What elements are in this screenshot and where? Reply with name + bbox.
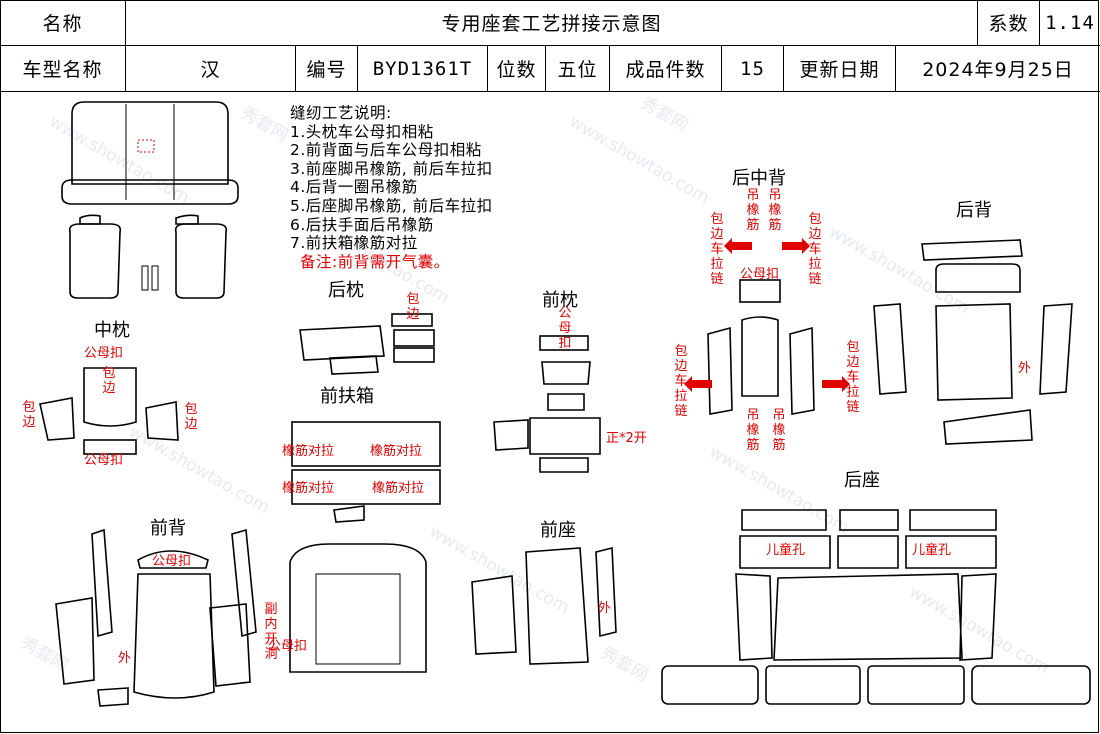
pieces-label: 成品件数 (610, 46, 722, 92)
rear-headrest-pieces (299, 313, 435, 375)
annotation-child-hole: 儿童孔 (766, 543, 806, 558)
date-label: 更新日期 (784, 46, 896, 92)
annotation-wrap-zipper: 包边车拉链 (846, 340, 860, 415)
note-item: 2.前背面与后车公母扣相粘 (290, 141, 482, 160)
note-item: 6.后扶手面后吊橡筋 (290, 215, 434, 234)
sewing-notes: 缝纫工艺说明: 1.头枕车公母扣相粘 2.前背面与后车公母扣相粘 3.前座脚吊橡… (290, 104, 493, 271)
section-front-headrest: 前枕 (542, 290, 578, 311)
front-seat-pieces (289, 543, 617, 673)
annotation-wrap-edge: 包边 (102, 366, 116, 396)
section-rear-mid-back: 后中背 (732, 168, 786, 189)
front-headrest-pieces (493, 335, 601, 473)
annotation-side-airbag: 副内开洞 (264, 602, 278, 662)
name-label: 名称 (0, 0, 126, 46)
note-item: 1.头枕车公母扣相粘 (290, 122, 434, 141)
coef-value: 1.14 (1040, 0, 1100, 46)
annotation-snap: 公母扣 (152, 554, 192, 569)
annotation-elastic-pull: 橡筋对拉 (282, 444, 335, 459)
middle-headrest-pieces (39, 367, 179, 455)
model-value: 汉 (126, 46, 296, 92)
rear-mid-back-pieces (684, 238, 850, 415)
coef-label: 系数 (978, 0, 1040, 46)
sheet-title: 专用座套工艺拼接示意图 (126, 0, 978, 46)
section-middle-headrest: 中枕 (94, 320, 130, 341)
front-back-pieces (55, 528, 257, 707)
seat-overview-drawing (61, 101, 239, 299)
annotation-wrap-zipper: 包边车拉链 (674, 344, 688, 419)
seats-value: 五位 (546, 46, 610, 92)
annotation-wrap-edge: 包边 (22, 400, 36, 430)
annotation-snap: 公母扣 (558, 306, 572, 351)
seats-label: 位数 (488, 46, 546, 92)
header-table: 名称 专用座套工艺拼接示意图 系数 1.14 车型名称 汉 编号 BYD1361… (0, 0, 1100, 92)
note-item: 5.后座脚吊橡筋, 前后车拉扣 (290, 196, 493, 215)
annotation-elastic-pull: 橡筋对拉 (370, 444, 423, 459)
code-value: BYD1361T (358, 46, 488, 92)
annotation-snap: 公母扣 (84, 453, 124, 468)
annotation-hang-elastic: 吊橡筋 (772, 408, 786, 453)
section-front-armbox: 前扶箱 (320, 386, 374, 407)
note-item: 7.前扶箱橡筋对拉 (290, 234, 418, 253)
annotation-snap: 公母扣 (268, 639, 308, 654)
annotation-wrap-edge: 包边 (184, 402, 198, 432)
annotation-front-2-open: 正*2开 (606, 431, 647, 446)
note-item: 4.后背一圈吊橡筋 (290, 178, 418, 197)
annotation-outer: 外 (598, 601, 612, 616)
section-rear-seat: 后座 (844, 470, 880, 491)
annotation-hang-elastic: 吊橡筋 (746, 408, 760, 453)
date-value: 2024年9月25日 (896, 46, 1100, 92)
annotation-outer: 外 (118, 651, 132, 666)
section-front-back: 前背 (150, 518, 186, 539)
pattern-artwork (39, 101, 1091, 707)
front-armbox-pieces (291, 421, 441, 523)
code-label: 编号 (296, 46, 358, 92)
notes-remark: 备注:前背需开气囊。 (300, 252, 450, 271)
annotation-outer: 外 (1018, 361, 1032, 376)
annotation-elastic-pull: 橡筋对拉 (282, 481, 335, 496)
notes-heading: 缝纫工艺说明: (290, 104, 392, 122)
annotation-hang-elastic: 吊橡筋 (746, 188, 760, 233)
section-rear-headrest: 后枕 (328, 280, 364, 301)
annotation-wrap-edge: 包边 (406, 292, 420, 322)
annotation-wrap-zipper: 包边车拉链 (808, 212, 822, 287)
annotation-child-hole: 儿童孔 (912, 543, 952, 558)
rear-seat-pieces (661, 509, 1091, 705)
annotation-elastic-pull: 橡筋对拉 (372, 481, 425, 496)
note-item: 3.前座脚吊橡筋, 前后车拉扣 (290, 159, 493, 178)
section-rear-back: 后背 (956, 200, 992, 221)
model-label: 车型名称 (0, 46, 126, 92)
pieces-value: 15 (722, 46, 784, 92)
section-front-seat: 前座 (540, 520, 576, 541)
annotation-wrap-zipper: 包边车拉链 (710, 212, 724, 287)
annotation-snap: 公母扣 (740, 267, 780, 282)
rear-back-pieces (873, 239, 1073, 445)
annotation-hang-elastic: 吊橡筋 (768, 188, 782, 233)
annotation-snap: 公母扣 (84, 346, 124, 361)
